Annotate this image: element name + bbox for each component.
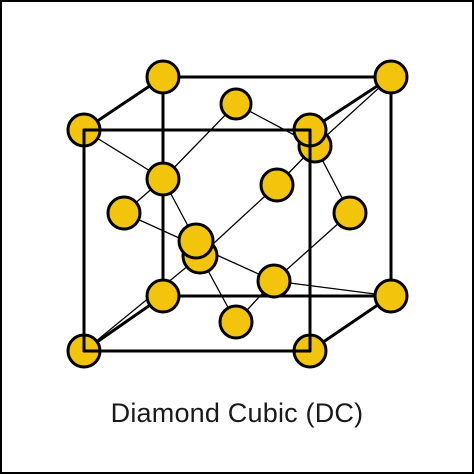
- atom-c-BBL: [145, 278, 181, 314]
- diagram-caption: Diamond Cubic (DC): [110, 398, 364, 428]
- atom-f-bottom: [218, 304, 254, 340]
- atom-f-right: [332, 195, 368, 231]
- atom-t1: [145, 161, 181, 197]
- atom-f-left: [106, 195, 142, 231]
- atom-c-BTL: [145, 59, 181, 95]
- atom-f-back: [259, 167, 295, 203]
- atom-f-front: [177, 222, 215, 260]
- atom-c-BTR: [373, 59, 409, 95]
- cube-front-edges: [82, 128, 312, 353]
- atom-f-top: [219, 87, 253, 121]
- atom-t4: [256, 263, 292, 299]
- atom-c-BBR: [373, 278, 409, 314]
- diamond-cubic-diagram: [66, 59, 409, 369]
- bond-t4-c_BBR: [273, 280, 392, 297]
- bond-t3-c_FBL: [83, 255, 201, 352]
